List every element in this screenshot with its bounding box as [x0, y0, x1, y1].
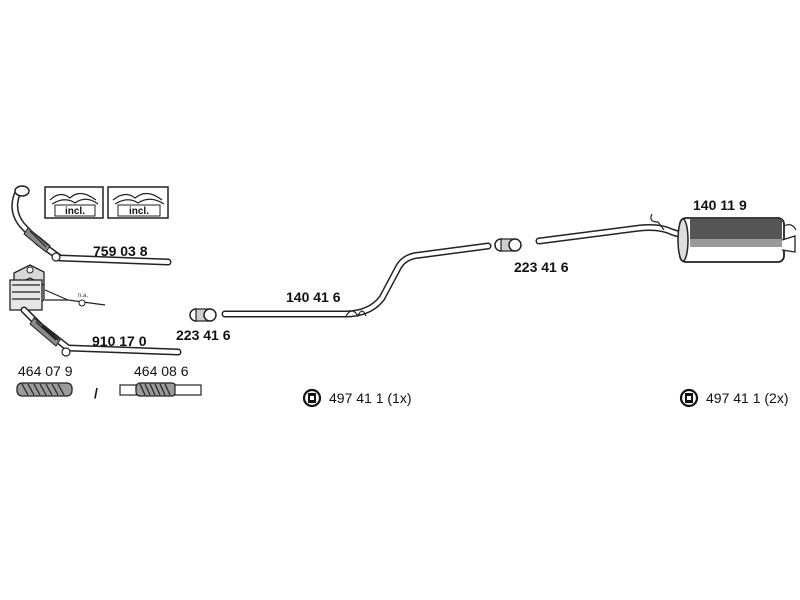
catalyst-part-number: 910 17 0: [92, 333, 147, 349]
downpipe-part-number: 759 03 8: [93, 243, 148, 259]
rear-clamp-part: [494, 238, 522, 252]
front-clamp-part-number: 223 41 6: [176, 327, 231, 343]
catalytic-converter-part: [9, 264, 182, 357]
flex-separator: /: [94, 385, 98, 401]
na-note: n.a.: [78, 293, 88, 299]
rubber-hanger-icon: [679, 388, 699, 408]
gasket-kit-icon: incl.: [107, 186, 169, 219]
incl-label-1: incl.: [65, 206, 85, 217]
front-clamp-part: [189, 308, 217, 322]
rear-muffler-part-number: 140 11 9: [693, 197, 747, 213]
flex-pipe-a: [16, 382, 73, 397]
gasket-kit-icon: incl.: [44, 186, 104, 219]
middle-pipe-part: [221, 242, 492, 318]
rear-mounting-part-number: 497 41 1 (2x): [706, 390, 789, 406]
flex-pipe-b: [119, 382, 202, 397]
front-mounting-part-number: 497 41 1 (1x): [329, 390, 412, 406]
flex-a-part-number: 464 07 9: [18, 363, 73, 379]
rubber-hanger-icon: [302, 388, 322, 408]
flex-b-part-number: 464 08 6: [134, 363, 189, 379]
rear-clamp-part-number: 223 41 6: [514, 259, 569, 275]
incl-label-2: incl.: [129, 206, 149, 217]
downpipe-part: [11, 185, 172, 266]
rear-muffler-part: [535, 213, 797, 263]
middle-pipe-part-number: 140 41 6: [286, 289, 341, 305]
